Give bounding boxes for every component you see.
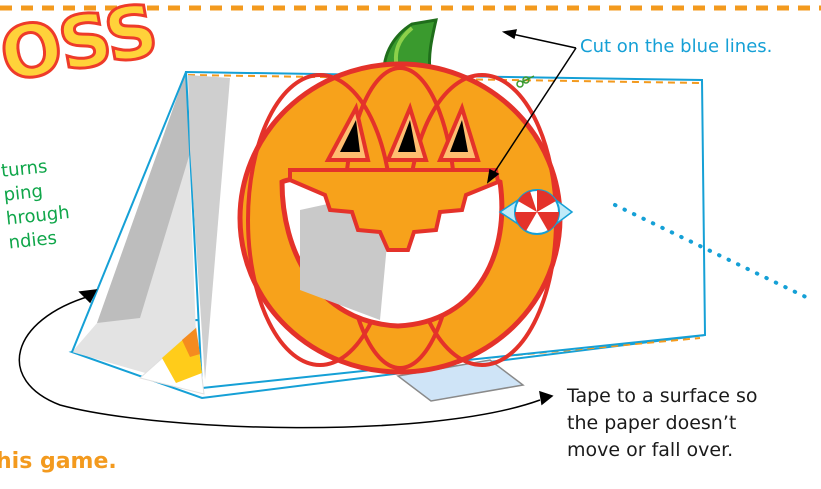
tape-caption-line: the paper doesn’t [567,410,757,437]
footer-fragment: his game. [0,449,117,474]
tape-caption: Tape to a surface so the paper doesn’t m… [567,383,757,464]
tape-caption-line: move or fall over. [567,437,757,464]
cut-caption: Cut on the blue lines. [580,33,772,60]
tape-caption-line: Tape to a surface so [567,383,757,410]
